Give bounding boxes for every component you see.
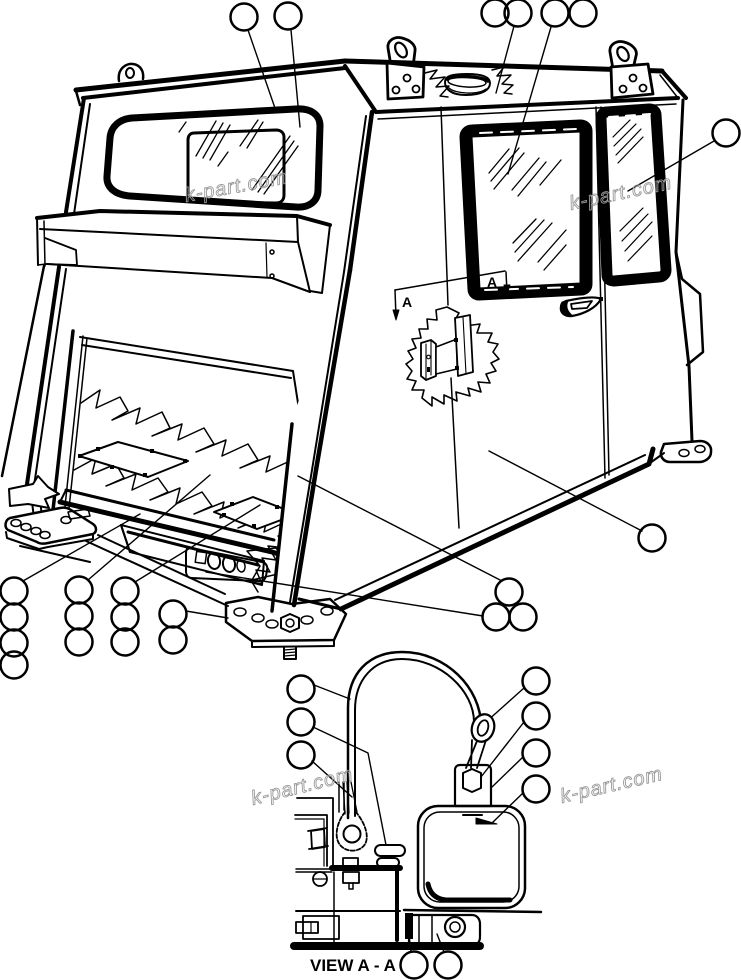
svg-text:A: A xyxy=(487,274,497,290)
svg-text:A: A xyxy=(402,294,412,310)
svg-text:VIEW A - A: VIEW A - A xyxy=(310,956,396,975)
